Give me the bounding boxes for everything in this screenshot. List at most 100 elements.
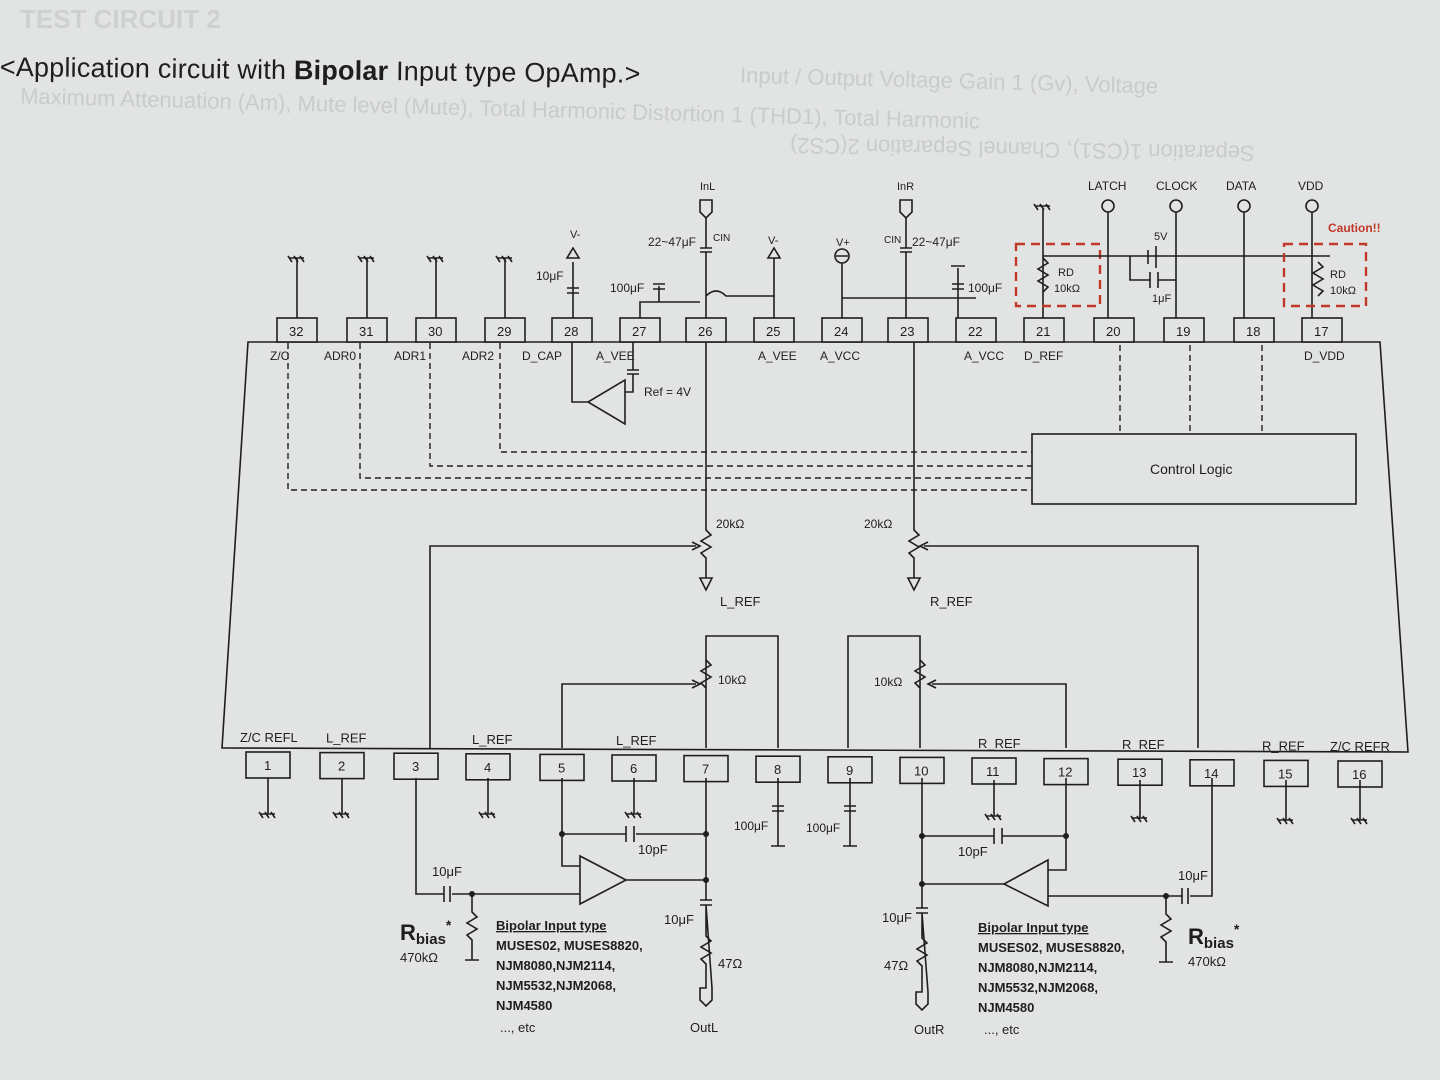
rbias-right-value: 470kΩ: [1188, 954, 1226, 969]
pin-label-top: D_VDD: [1304, 349, 1345, 363]
rd-left-name: RD: [1058, 267, 1074, 279]
pin-box-top: [276, 317, 318, 343]
outr-label: OutR: [914, 1022, 944, 1037]
pin-number-top: 31: [359, 324, 373, 339]
outl-label: OutL: [690, 1020, 718, 1035]
rd-left-highlight: [1014, 242, 1102, 308]
c10u-in-left: 10μF: [432, 864, 462, 879]
pin-number-bottom: 1: [264, 758, 271, 773]
pin-number-top: 23: [900, 324, 914, 339]
rbias-right: Rbias*: [1188, 921, 1240, 952]
ref-label: Ref = 4V: [644, 385, 691, 399]
bottom-ground-symbols: [258, 778, 1368, 847]
pin-box-top: [821, 317, 863, 343]
caution-label: Caution!!: [1328, 221, 1381, 235]
digital-terminals: [1043, 199, 1330, 318]
pin-number-bottom: 5: [558, 760, 565, 775]
pin-number-top: 22: [968, 324, 982, 339]
rbias-right-sub: bias: [1204, 935, 1234, 952]
c27-label: 100μF: [610, 281, 644, 295]
pin-number-bottom: 10: [914, 763, 928, 778]
pin-number-bottom: 15: [1278, 766, 1292, 781]
pin-box-top: [887, 317, 929, 343]
cin-left-name: CIN: [713, 233, 730, 244]
pin-box-top: [955, 317, 997, 343]
cin-left-value: 22~47μF: [648, 235, 696, 249]
pin-number-bottom: 11: [986, 764, 1000, 779]
opamp-note-right-line: ..., etc: [984, 1022, 1020, 1037]
rbias-left-value: 470kΩ: [400, 950, 438, 965]
c8-label: 100μF: [734, 819, 768, 833]
pin-box-top: [1301, 317, 1343, 343]
opamp-note-left-line: NJM5532,NJM2068,: [496, 978, 616, 993]
pin-number-bottom: 2: [338, 759, 345, 774]
pin24-vplus: [834, 248, 976, 318]
pin-label-bottom: R_REF: [1262, 738, 1305, 753]
opamp-note-right-line: MUSES02, MUSES8820,: [978, 940, 1125, 955]
rd-left-resistor: [1036, 257, 1050, 293]
pin27-wiring: [639, 283, 700, 318]
res-20k-right: 20kΩ: [864, 517, 892, 531]
inr-label: InR: [897, 181, 914, 193]
res-10k-left: 10kΩ: [718, 673, 746, 687]
opamp-note-left-line: NJM8080,NJM2114,: [496, 958, 615, 973]
opamp-note-right-line: NJM8080,NJM2114,: [978, 960, 1097, 975]
data-label: DATA: [1226, 179, 1256, 193]
opamp-note-left-line: ..., etc: [500, 1020, 536, 1035]
pin-label-top: ADR0: [324, 349, 356, 363]
pin-label-top: A_VEE: [596, 349, 635, 363]
vminus-25-label: V-: [768, 235, 779, 247]
pin-number-top: 20: [1106, 324, 1120, 339]
top-ground-symbols: [287, 203, 1051, 318]
pin-number-bottom: 4: [484, 760, 491, 775]
pin-number-bottom: 7: [702, 762, 709, 777]
pin27-ref-buffer: [571, 342, 639, 426]
pin-label-top: A_VEE: [758, 349, 797, 363]
c10u-out-left: 10μF: [664, 912, 694, 927]
right-volume-pot: [847, 635, 1067, 748]
rbias-right-main: R: [1188, 924, 1204, 949]
pin-label-bottom: L_REF: [616, 733, 657, 748]
inl-terminal: [699, 199, 713, 318]
c10pf-right: 10pF: [958, 844, 988, 859]
pin-box-top: [619, 317, 661, 343]
res-20k-left: 20kΩ: [716, 517, 744, 531]
pin-box-bottom: [683, 754, 729, 783]
pin-label-top: D_REF: [1024, 349, 1063, 363]
pin-label-bottom: L_REF: [472, 732, 513, 747]
pin-number-top: 19: [1176, 324, 1190, 339]
pin-box-top: [685, 317, 727, 343]
inl-label: InL: [700, 181, 715, 193]
latch-label: LATCH: [1088, 179, 1126, 193]
cin-right-value: 22~47μF: [912, 235, 960, 249]
pin-box-bottom: [539, 753, 585, 782]
pin-box-top: [1233, 317, 1275, 343]
res-10k-right: 10kΩ: [874, 675, 902, 689]
rd-left-value: 10kΩ: [1054, 283, 1080, 295]
pin-box-top: [1163, 317, 1205, 343]
pin-label-top: ADR2: [462, 349, 494, 363]
pin25-vminus: [705, 246, 782, 318]
pin-box-top: [551, 317, 593, 343]
opamp-note-right-line: NJM5532,NJM2068,: [978, 980, 1098, 995]
five-v-label: 5V: [1154, 231, 1168, 243]
lref-internal: L_REF: [720, 594, 761, 609]
pin-number-top: 30: [428, 324, 442, 339]
inr-terminal: [899, 199, 913, 318]
c10u-in-right: 10μF: [1178, 868, 1208, 883]
rd-right-value: 10kΩ: [1330, 285, 1356, 297]
control-logic-label: Control Logic: [1150, 461, 1233, 477]
pin-label-bottom: R_REF: [978, 736, 1021, 751]
pin-number-bottom: 13: [1132, 765, 1146, 780]
pin-number-top: 28: [564, 324, 578, 339]
left-volume-pot: [561, 635, 779, 748]
control-dashed-lines: [287, 343, 1263, 491]
opamp-note-left-heading: Bipolar Input type: [496, 918, 607, 933]
pin28-decoupling: [565, 246, 581, 318]
rref-internal: R_REF: [930, 594, 973, 609]
rbias-left: Rbias*: [400, 917, 452, 948]
pin-label-bottom: L_REF: [326, 731, 367, 746]
pin-box-top: [1093, 317, 1135, 343]
c9-label: 100μF: [806, 821, 840, 835]
opamp-note-right-line: NJM4580: [978, 1000, 1034, 1015]
